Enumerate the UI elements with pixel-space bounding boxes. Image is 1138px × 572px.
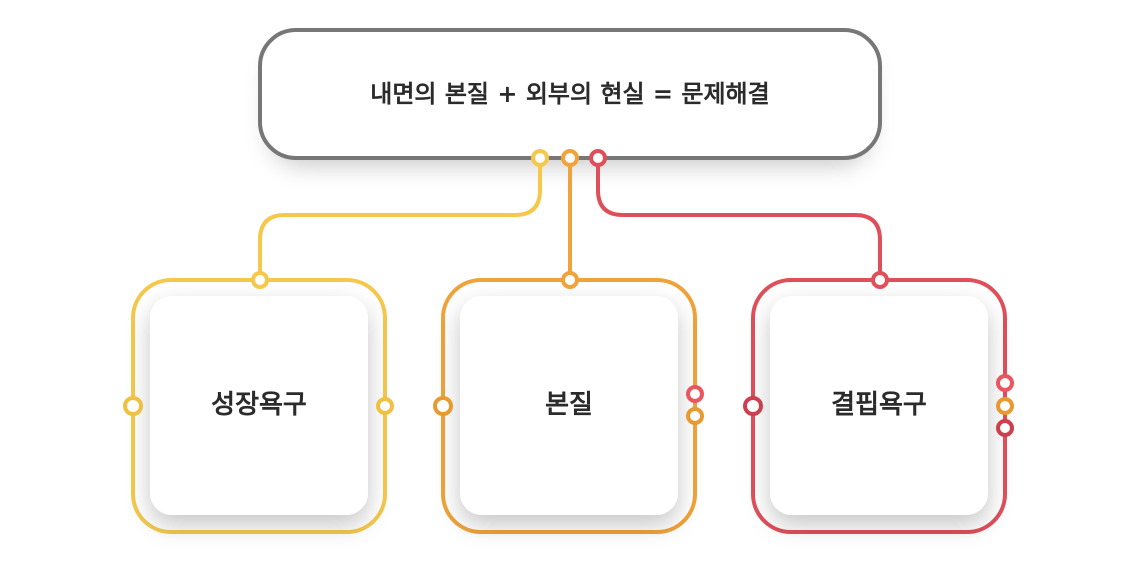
- connector-yellow: [258, 165, 542, 275]
- card-label-deficiency: 결핍욕구: [831, 390, 927, 420]
- title-text: 내면의 본질 + 외부의 현실 = 문제해결: [370, 80, 770, 108]
- card-label-growth: 성장욕구: [211, 390, 307, 420]
- connector-red: [596, 165, 882, 275]
- pin-icon: [251, 271, 269, 289]
- pin-icon: [686, 385, 704, 403]
- pin-icon: [561, 271, 579, 289]
- pin-icon: [743, 396, 763, 416]
- pin-icon: [686, 407, 704, 425]
- pin-icon: [589, 149, 607, 167]
- pin-icon: [996, 397, 1014, 415]
- pin-icon: [996, 374, 1014, 392]
- pin-icon: [996, 419, 1014, 437]
- pin-icon: [376, 397, 394, 415]
- pin-icon: [433, 396, 453, 416]
- card-label-essence: 본질: [545, 390, 593, 420]
- pin-icon: [561, 149, 579, 167]
- pin-icon: [531, 149, 549, 167]
- pin-icon: [871, 271, 889, 289]
- pin-icon: [123, 396, 143, 416]
